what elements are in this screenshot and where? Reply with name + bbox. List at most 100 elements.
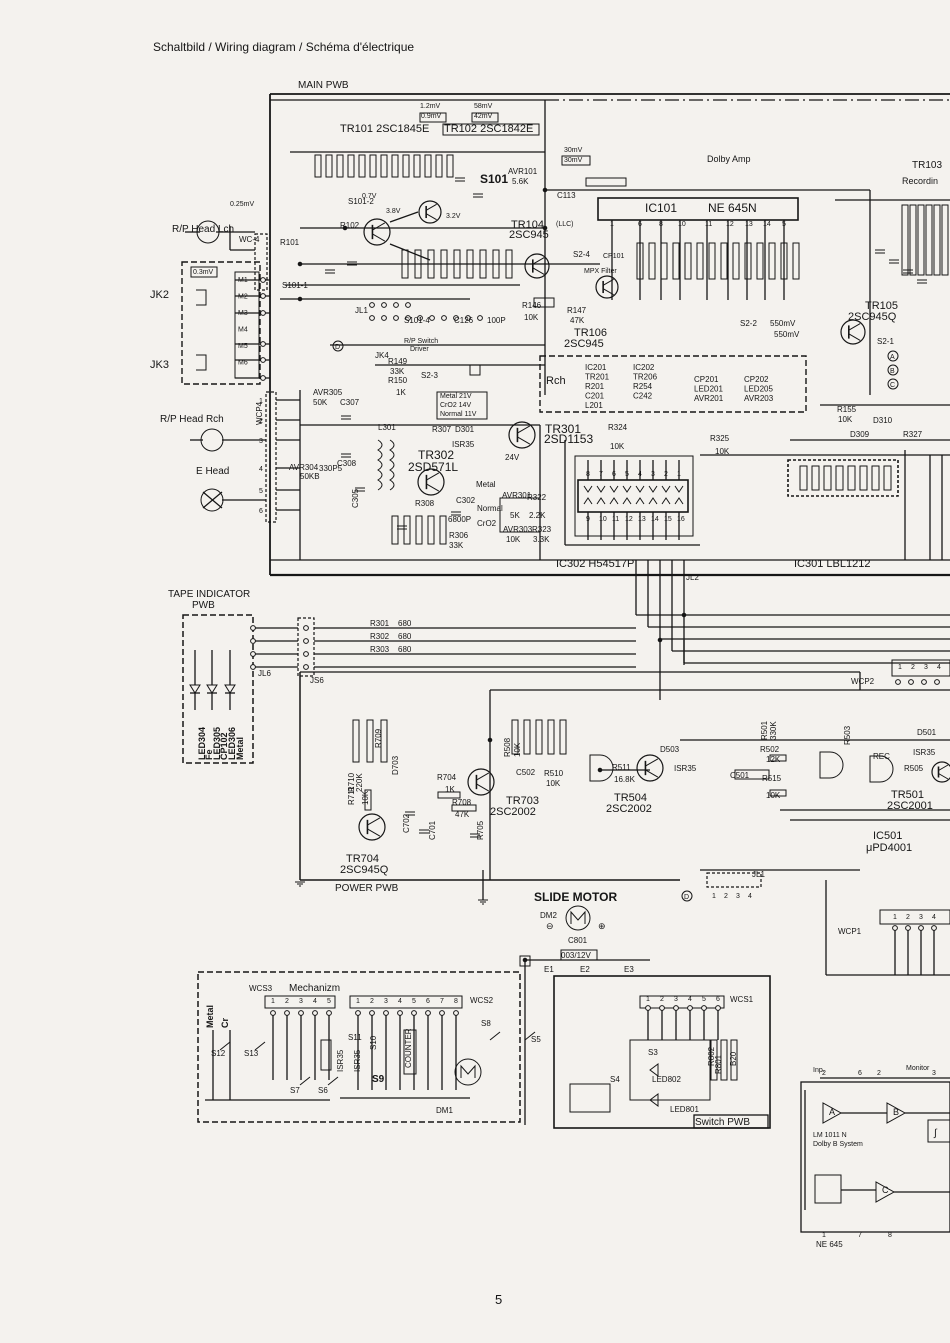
jack-block xyxy=(181,261,261,385)
terminal xyxy=(465,315,471,321)
tape-indicator-pwb-label: PWB xyxy=(192,600,215,611)
terminal xyxy=(701,1005,707,1011)
wcs2-connector xyxy=(349,995,463,1009)
r149-label: R149 xyxy=(388,357,408,366)
level-v4: 24V xyxy=(505,453,520,462)
e3-label: E3 xyxy=(624,965,634,974)
dm2-label: DM2 xyxy=(540,911,557,920)
ic302-pin: 8 xyxy=(586,471,590,478)
ic101-pin: 5 xyxy=(782,221,786,228)
inductor-l301 xyxy=(389,439,395,491)
terminal xyxy=(298,1010,304,1016)
recording-network xyxy=(933,204,941,276)
cp101-label: CP101 xyxy=(603,253,625,260)
led801-label: LED801 xyxy=(670,1105,699,1114)
ic301-segment xyxy=(847,465,856,491)
rch-block-entry: LED201 xyxy=(694,385,723,394)
wcs3-pin: 2 xyxy=(285,998,289,1005)
junction xyxy=(542,187,548,193)
terminal-letter-label: A xyxy=(890,354,895,361)
jack-icon xyxy=(196,289,207,306)
switch-resistor xyxy=(720,1039,728,1081)
erase-head-icon xyxy=(200,488,224,512)
terminal-letter-label: B xyxy=(890,368,895,375)
wcp4-pin: 4 xyxy=(259,466,263,473)
switch-s12 xyxy=(219,1041,231,1051)
r511-value: 16.8K xyxy=(614,775,636,784)
tr104-icon xyxy=(524,253,550,279)
jl1-pin: 3 xyxy=(736,893,740,900)
d503-label: D503 xyxy=(660,745,680,754)
tr703-label: TR703 xyxy=(506,795,539,807)
ic501-label: IC501 xyxy=(873,830,902,842)
switch-pwb-board xyxy=(553,975,771,1129)
tape-indicator-label: TAPE INDICATOR xyxy=(168,589,250,600)
ic302-element xyxy=(583,485,593,493)
level-l7: 0.25mV xyxy=(230,201,254,208)
e1-label: E1 xyxy=(544,965,554,974)
nand-gate-icon xyxy=(589,754,614,782)
d5-label: ISR35 xyxy=(336,1049,345,1072)
tr103-label: TR103 xyxy=(912,160,942,171)
motor-icon xyxy=(570,910,586,924)
r511-label: R511 xyxy=(612,763,631,772)
resistor-column xyxy=(391,154,399,178)
r704-label: R704 xyxy=(437,773,457,782)
c502-network xyxy=(511,719,519,755)
wcs3-pin: 4 xyxy=(313,998,317,1005)
motor-plus: ⊕ xyxy=(598,921,606,931)
r149-value: 33K xyxy=(390,367,405,376)
terminal xyxy=(303,638,309,644)
wcs1-label: WCS1 xyxy=(730,995,754,1004)
junction-box xyxy=(469,364,481,376)
s101-2-label: S101-2 xyxy=(348,197,374,206)
wcs2-pin: 7 xyxy=(440,998,444,1005)
wcs3-connector xyxy=(264,995,336,1009)
s2-1-label: S2-1 xyxy=(877,337,894,346)
led801-icon xyxy=(649,1093,659,1107)
power-osc-network xyxy=(439,515,447,545)
cr-switch-label: Cr xyxy=(220,1018,230,1028)
amplifier-icon xyxy=(822,1102,843,1124)
rp-head-lch-label: R/P Head Lch xyxy=(172,224,234,235)
tape-voltage-box xyxy=(436,391,488,420)
e-head-label: E Head xyxy=(196,466,229,477)
ne645-pin: 3 xyxy=(932,1070,936,1077)
jack-pin-label: M6 xyxy=(238,360,248,367)
ne645-pin: 6 xyxy=(858,1070,862,1077)
ic302-pin: 10 xyxy=(599,516,607,523)
rp-head-lch-icon xyxy=(196,220,220,244)
r301-label: R301 xyxy=(370,619,390,628)
terminal xyxy=(918,925,924,931)
level-v2: 3.8V xyxy=(386,208,401,215)
terminal xyxy=(369,315,375,321)
mpx-filter-label: MPX Filter xyxy=(584,268,617,275)
ne645-pin: 8 xyxy=(888,1232,892,1239)
r502-label: R502 xyxy=(760,745,780,754)
jl6-label: JL6 xyxy=(258,669,271,678)
ic302-element xyxy=(674,497,684,505)
terminal xyxy=(425,1010,431,1016)
r155-value: 10K xyxy=(838,415,853,424)
tr301-icon xyxy=(517,436,531,445)
tr102-icon xyxy=(425,213,437,221)
terminal-letter-label: D xyxy=(335,344,340,351)
terminal xyxy=(405,315,411,321)
terminal xyxy=(260,375,266,381)
resistor-column xyxy=(325,154,333,178)
jl2-label: JL2 xyxy=(686,573,699,582)
amp-a-label: A xyxy=(829,1107,835,1117)
tr504-label: TR504 xyxy=(614,792,647,804)
s7-label: S7 xyxy=(290,1086,300,1095)
rch-block-entry: CP202 xyxy=(744,375,769,384)
ic101-label: IC101 xyxy=(645,201,677,215)
terminal xyxy=(397,1010,403,1016)
monitor-label: Monitor xyxy=(906,1065,930,1072)
terminal xyxy=(369,1010,375,1016)
wcp2-pin: 1 xyxy=(898,664,902,671)
terminal xyxy=(921,679,927,685)
main-pwb-label: MAIN PWB xyxy=(298,80,349,91)
jl1-pin: 1 xyxy=(712,893,716,900)
r502-value: 12K xyxy=(766,755,781,764)
tr105-label: TR105 xyxy=(865,300,898,312)
